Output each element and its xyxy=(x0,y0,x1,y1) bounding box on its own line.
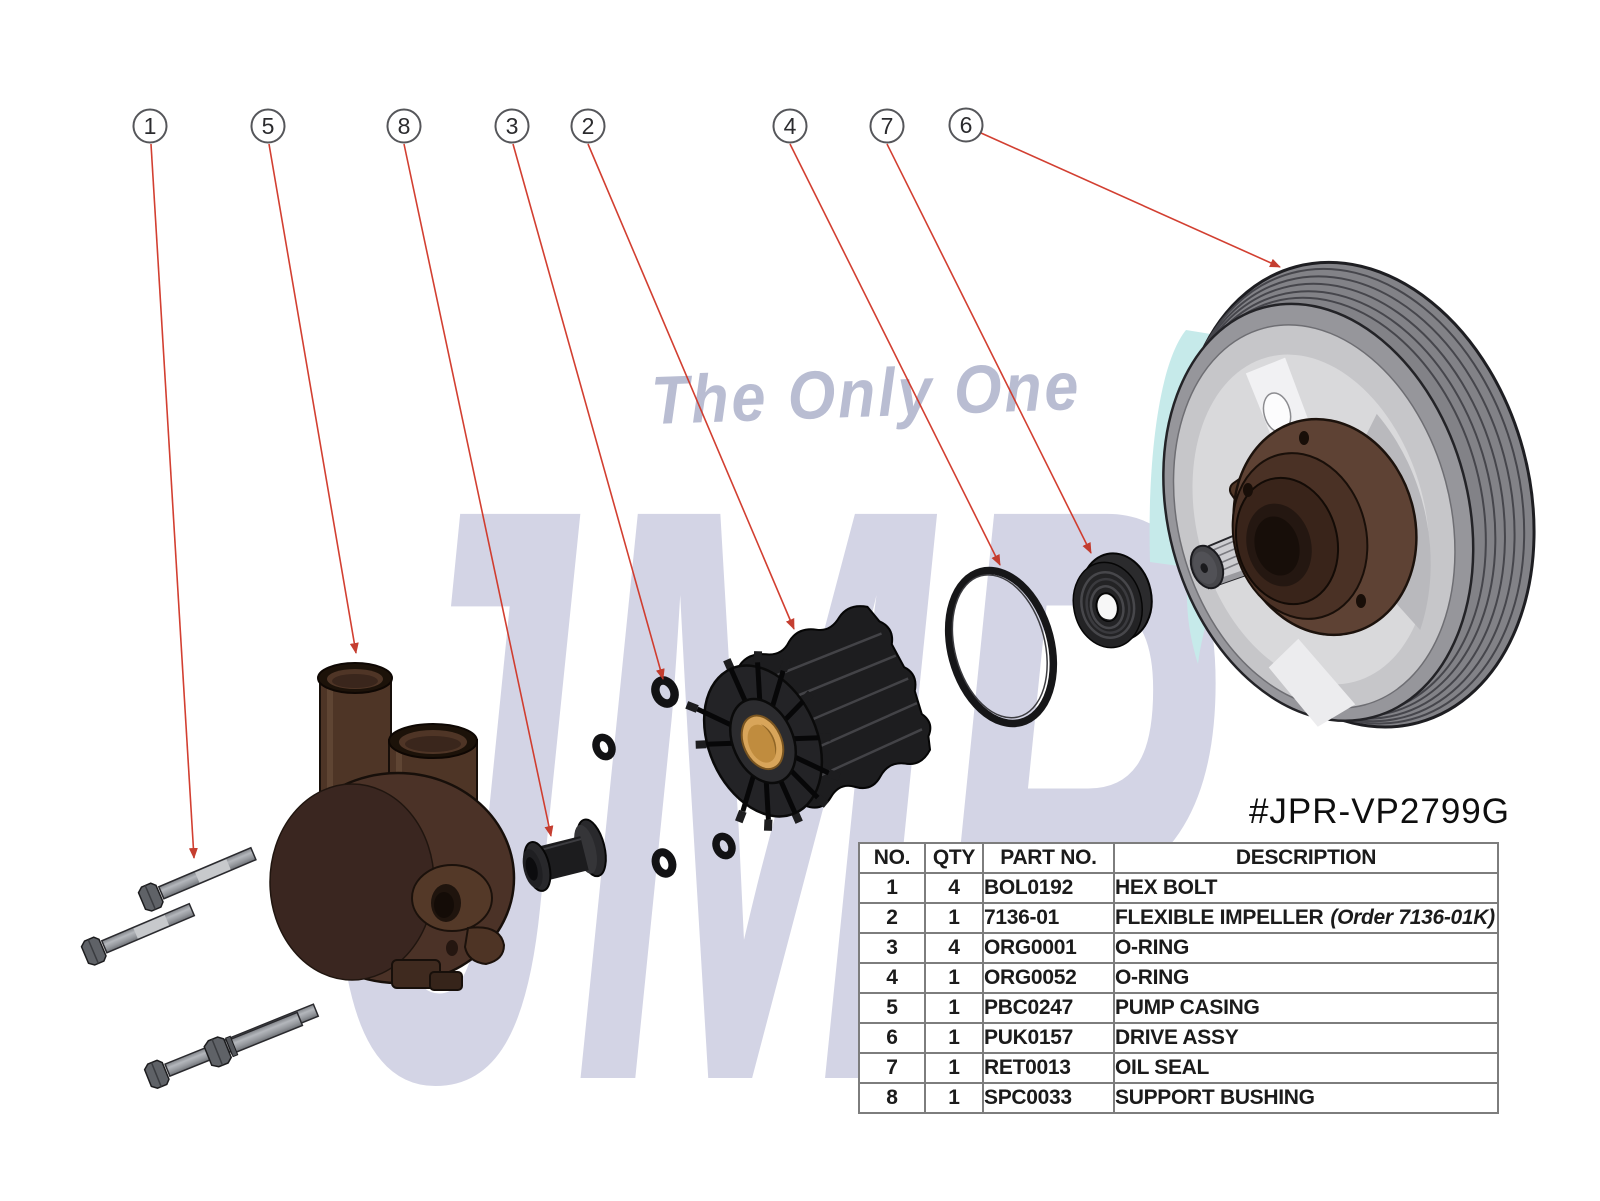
hex-bolt-parts xyxy=(80,846,320,1089)
cell-qty: 1 xyxy=(924,1052,984,1084)
cell-qty: 1 xyxy=(924,1022,984,1054)
cell-qty: 4 xyxy=(924,872,984,904)
description-text: O-RING xyxy=(1115,966,1190,989)
svg-text:4: 4 xyxy=(784,113,797,139)
description-text: O-RING xyxy=(1115,936,1190,959)
description-text: PUMP CASING xyxy=(1115,996,1260,1019)
cell-part-no: 7136-01 xyxy=(982,902,1115,934)
cell-qty: 4 xyxy=(924,932,984,964)
description-text: FLEXIBLE IMPELLER xyxy=(1115,906,1324,929)
drive-assy-part xyxy=(1162,260,1536,729)
cell-no: 8 xyxy=(858,1082,926,1114)
cell-no: 6 xyxy=(858,1022,926,1054)
cell-description: O-RING xyxy=(1113,932,1499,964)
cell-part-no: ORG0001 xyxy=(982,932,1115,964)
svg-text:6: 6 xyxy=(960,112,973,138)
svg-text:2: 2 xyxy=(582,113,595,139)
description-text: HEX BOLT xyxy=(1115,876,1218,899)
large-o-ring-part xyxy=(944,566,1058,728)
cell-part-no: RET0013 xyxy=(982,1052,1115,1084)
callout-balloons: 1 5 8 3 2 4 7 6 xyxy=(132,107,984,144)
cell-description: SUPPORT BUSHING xyxy=(1113,1082,1499,1114)
cell-qty: 1 xyxy=(924,992,984,1024)
parts-table-header-row: NO. QTY PART NO. DESCRIPTION xyxy=(858,842,1499,874)
description-text: DRIVE ASSY xyxy=(1115,1026,1239,1049)
table-row: 4 1 ORG0052 O-RING xyxy=(858,962,1499,994)
description-note: (Order 7136-01K) xyxy=(1330,906,1495,929)
leader-line-1 xyxy=(150,143,198,859)
cell-no: 2 xyxy=(858,902,926,934)
support-bushing-part xyxy=(522,818,607,892)
leader-line-4 xyxy=(789,143,1001,566)
cell-no: 7 xyxy=(858,1052,926,1084)
balloon-callout-3: 3 xyxy=(494,108,530,144)
leader-line-3 xyxy=(512,143,665,680)
table-row: 6 1 PUK0157 DRIVE ASSY xyxy=(858,1022,1499,1054)
cell-no: 4 xyxy=(858,962,926,994)
cell-description: PUMP CASING xyxy=(1113,992,1499,1024)
balloon-callout-5: 5 xyxy=(250,108,286,144)
cell-no: 1 xyxy=(858,872,926,904)
balloon-callout-8: 8 xyxy=(386,108,422,144)
impeller-part xyxy=(685,605,932,831)
balloon-callout-1: 1 xyxy=(132,108,168,144)
cell-description: DRIVE ASSY xyxy=(1113,1022,1499,1054)
oil-seal-part xyxy=(1072,552,1153,649)
cell-part-no: PBC0247 xyxy=(982,992,1115,1024)
cell-description: HEX BOLT xyxy=(1113,872,1499,904)
cell-no: 5 xyxy=(858,992,926,1024)
cell-qty: 1 xyxy=(924,902,984,934)
svg-text:3: 3 xyxy=(506,113,519,139)
cell-qty: 1 xyxy=(924,962,984,994)
cell-part-no: PUK0157 xyxy=(982,1022,1115,1054)
header-description: DESCRIPTION xyxy=(1113,842,1499,874)
cell-qty: 1 xyxy=(924,1082,984,1114)
table-row: 1 4 BOL0192 HEX BOLT xyxy=(858,872,1499,904)
watermark-tagline: The Only One xyxy=(650,348,1082,439)
cell-description: O-RING xyxy=(1113,962,1499,994)
parts-table: NO. QTY PART NO. DESCRIPTION 1 4 BOL0192… xyxy=(858,842,1499,1114)
svg-text:1: 1 xyxy=(144,113,157,139)
cell-description: OIL SEAL xyxy=(1113,1052,1499,1084)
table-row: 5 1 PBC0247 PUMP CASING xyxy=(858,992,1499,1024)
leader-line-2 xyxy=(587,143,795,630)
balloon-callout-6: 6 xyxy=(948,107,984,143)
table-row: 7 1 RET0013 OIL SEAL xyxy=(858,1052,1499,1084)
balloon-callout-2: 2 xyxy=(570,108,606,144)
small-o-rings xyxy=(592,676,736,878)
header-no: NO. xyxy=(858,842,926,874)
svg-text:7: 7 xyxy=(881,113,894,139)
description-text: SUPPORT BUSHING xyxy=(1115,1086,1315,1109)
cell-part-no: SPC0033 xyxy=(982,1082,1115,1114)
header-part-no: PART NO. xyxy=(982,842,1115,874)
table-row: 2 1 7136-01 FLEXIBLE IMPELLER (Order 7136… xyxy=(858,902,1499,934)
balloon-callout-7: 7 xyxy=(869,108,905,144)
leader-lines xyxy=(150,132,1281,859)
cell-part-no: ORG0052 xyxy=(982,962,1115,994)
pump-casing-part xyxy=(269,662,516,991)
cell-no: 3 xyxy=(858,932,926,964)
svg-text:8: 8 xyxy=(398,113,411,139)
description-text: OIL SEAL xyxy=(1115,1056,1210,1079)
cell-description: FLEXIBLE IMPELLER (Order 7136-01K) xyxy=(1113,902,1499,934)
cell-part-no: BOL0192 xyxy=(982,872,1115,904)
header-qty: QTY xyxy=(924,842,984,874)
impeller-face xyxy=(685,651,841,831)
leader-line-6 xyxy=(980,132,1281,268)
leader-line-8 xyxy=(403,143,554,837)
part-code: #JPR-VP2799G xyxy=(1248,792,1510,831)
leader-line-5 xyxy=(268,143,359,654)
leader-line-7 xyxy=(886,143,1092,554)
table-row: 3 4 ORG0001 O-RING xyxy=(858,932,1499,964)
bearing-hub xyxy=(1228,417,1418,637)
balloon-callout-4: 4 xyxy=(772,108,808,144)
svg-text:5: 5 xyxy=(262,113,275,139)
table-row: 8 1 SPC0033 SUPPORT BUSHING xyxy=(858,1082,1499,1114)
